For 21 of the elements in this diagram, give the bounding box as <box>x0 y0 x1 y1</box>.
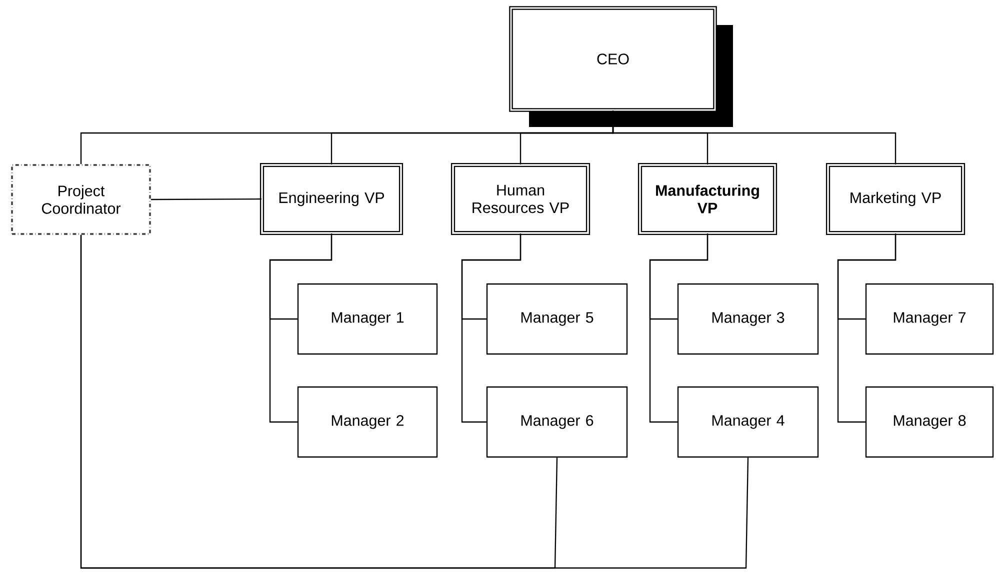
connector-line <box>80 234 749 569</box>
executive-box: CEO <box>509 6 733 127</box>
manager-box: Manager 3 <box>677 283 819 355</box>
vp-box: Human Resources VP <box>450 162 590 236</box>
connector-line <box>461 234 522 423</box>
vp-box: Engineering VP <box>260 162 404 236</box>
manager-box: Manager 5 <box>486 283 628 355</box>
manager-box: Manager 2 <box>297 386 438 458</box>
connector-line <box>612 110 896 164</box>
connector-line <box>150 198 262 200</box>
connector-line <box>649 234 708 423</box>
dashed-box: Project Coordinator <box>11 164 151 235</box>
manager-box: Manager 6 <box>486 386 628 458</box>
connector-line <box>269 234 332 423</box>
manager-box: Manager 4 <box>677 386 819 458</box>
connector-line <box>837 234 896 423</box>
manager-box: Manager 7 <box>865 283 994 355</box>
vp-box: Manufacturing VP <box>638 162 778 236</box>
vp-box: Marketing VP <box>826 162 966 236</box>
manager-box: Manager 8 <box>865 386 994 458</box>
manager-box: Manager 1 <box>297 283 438 355</box>
